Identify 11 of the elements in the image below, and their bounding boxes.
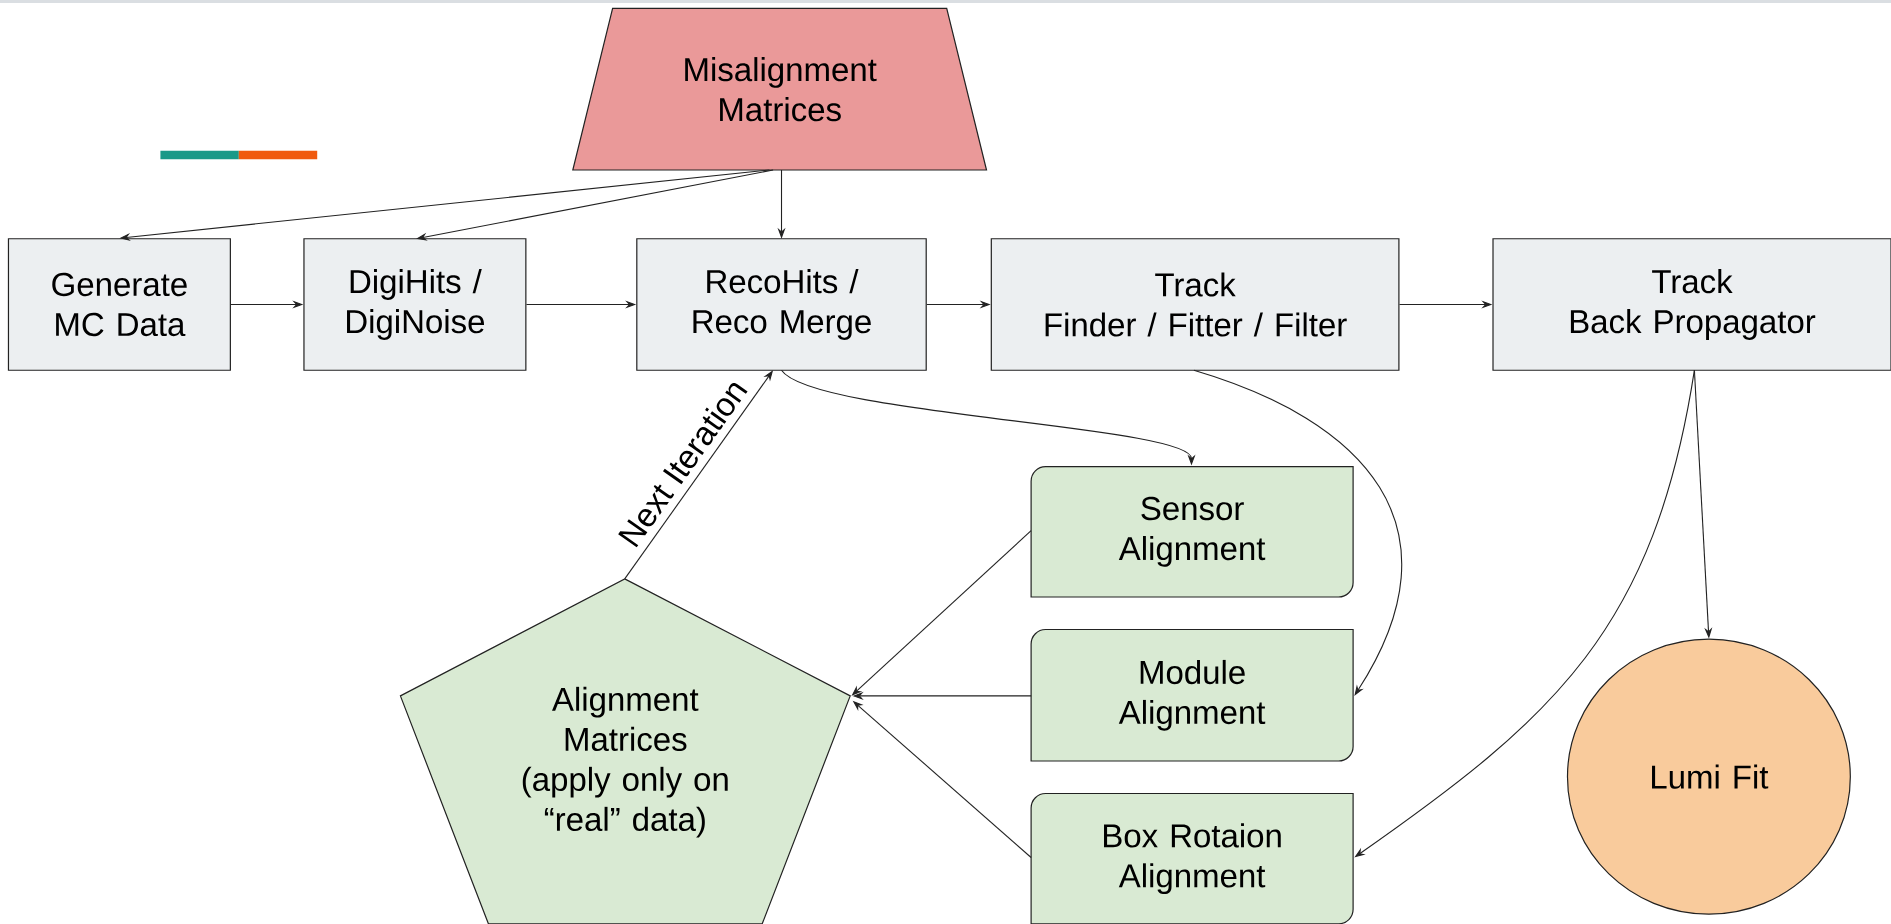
process-box: Generate MC Data — [7, 238, 231, 371]
trapezoid-box: Misalignment Matrices — [572, 7, 988, 171]
process-box: DigiHits / DigiNoise — [303, 238, 527, 371]
rounded-box: Sensor Alignment — [1030, 466, 1354, 598]
ellipse-node: Lumi Fit — [1566, 638, 1851, 915]
arrow — [1193, 369, 1402, 696]
rounded-box: Module Alignment — [1030, 628, 1354, 762]
rounded-box: Box Rotaion Alignment — [1030, 792, 1354, 924]
process-box: RecoHits / Reco Merge — [636, 238, 927, 371]
process-box: Track Back Propagator — [1492, 238, 1891, 371]
process-box: Track Finder / Fitter / Filter — [990, 238, 1400, 371]
